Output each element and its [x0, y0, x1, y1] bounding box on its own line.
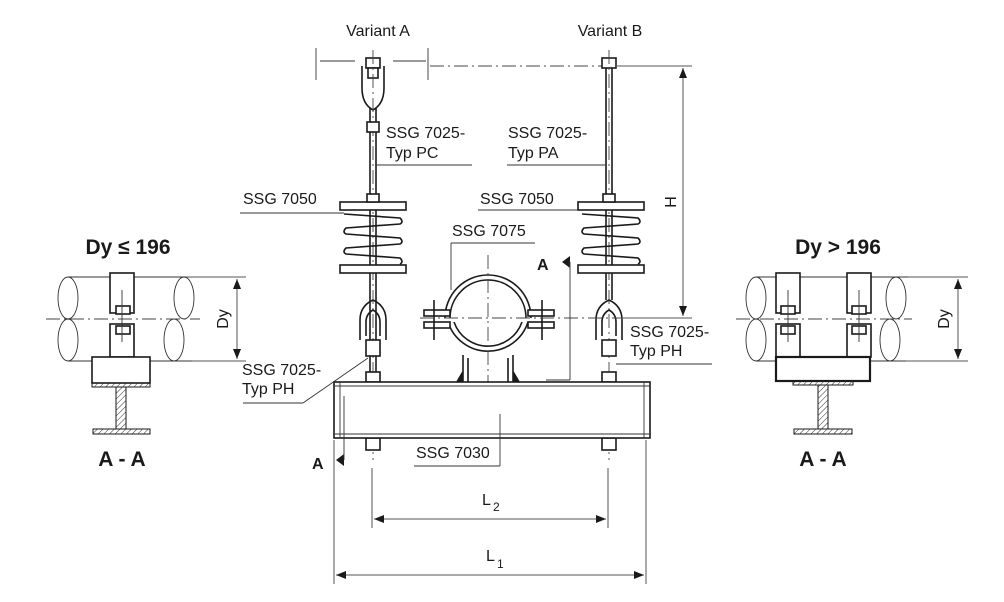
section-right-caption: A - A — [799, 448, 846, 471]
support-beam — [333, 381, 651, 439]
left-hanger-assembly — [339, 50, 407, 460]
svg-text:1: 1 — [497, 557, 504, 571]
label-beam: SSG 7030 — [414, 414, 501, 467]
variant-b-label: Variant B — [578, 23, 643, 40]
section-left-caption: A - A — [98, 448, 145, 471]
svg-text:SSG 7025-: SSG 7025- — [386, 125, 465, 142]
label-spring-left: SSG 7050 — [240, 191, 344, 214]
label-rod-pa: SSG 7025- Typ PA — [507, 125, 606, 166]
svg-text:A: A — [537, 257, 549, 274]
svg-text:Dy: Dy — [215, 309, 232, 329]
svg-text:SSG 7050: SSG 7050 — [480, 191, 554, 208]
label-rod-pc: SSG 7025- Typ PC — [376, 125, 472, 166]
label-clamp: SSG 7075 — [450, 223, 535, 290]
section-left: Dy ≤ 196 Dy A - A — [46, 236, 246, 471]
svg-text:SSG 7025-: SSG 7025- — [242, 362, 321, 379]
svg-text:Typ PH: Typ PH — [242, 381, 294, 398]
dimension-h: H — [616, 65, 692, 319]
svg-text:A: A — [312, 456, 324, 473]
svg-text:Dy: Dy — [936, 309, 953, 329]
section-marker-lower: A — [312, 396, 345, 473]
section-left-title: Dy ≤ 196 — [85, 236, 170, 259]
svg-text:SSG 7050: SSG 7050 — [243, 191, 317, 208]
svg-text:H: H — [663, 196, 680, 208]
pipe-clamp — [420, 255, 640, 392]
svg-text:2: 2 — [493, 500, 500, 514]
section-right: Dy > 196 Dy A - A — [736, 236, 968, 471]
svg-text:L: L — [486, 548, 495, 565]
svg-text:L: L — [482, 492, 491, 509]
label-eye-left: SSG 7025- Typ PH — [242, 357, 369, 404]
svg-text:Typ PA: Typ PA — [508, 145, 559, 162]
variant-a-label: Variant A — [346, 23, 410, 40]
label-eye-right: SSG 7025- Typ PH — [616, 324, 712, 365]
svg-text:SSG 7025-: SSG 7025- — [630, 324, 709, 341]
dimension-l1: L 1 — [333, 440, 647, 584]
svg-text:Typ PH: Typ PH — [630, 343, 682, 360]
svg-text:Typ PC: Typ PC — [386, 145, 438, 162]
section-right-title: Dy > 196 — [795, 236, 881, 259]
dimension-l2: L 2 — [371, 468, 609, 528]
variant-a-width-dimension — [315, 48, 429, 80]
svg-text:SSG 7030: SSG 7030 — [416, 445, 490, 462]
svg-text:SSG 7075: SSG 7075 — [452, 223, 526, 240]
label-spring-right: SSG 7050 — [478, 191, 578, 211]
svg-text:SSG 7025-: SSG 7025- — [508, 125, 587, 142]
section-marker-upper: A — [537, 256, 571, 381]
